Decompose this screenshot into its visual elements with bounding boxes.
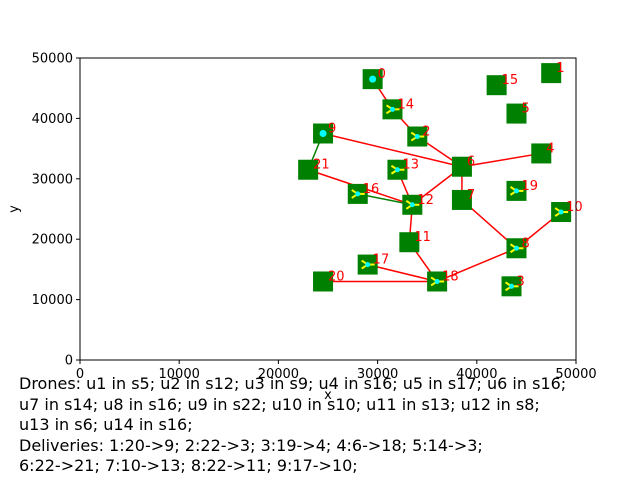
- x-tick-label: 0: [76, 367, 84, 382]
- y-tick-label: 50000: [32, 52, 73, 67]
- x-tick-label: 40000: [456, 367, 497, 382]
- station-label: 5: [521, 102, 529, 117]
- x-axis-label: x: [324, 388, 332, 403]
- caption: Drones: u1 in s5; u2 in s12; u3 in s9; u…: [19, 374, 634, 477]
- drone-dot: [365, 262, 371, 268]
- station-square: [451, 156, 472, 177]
- station-label: 8: [521, 236, 529, 251]
- station-square: [298, 159, 319, 180]
- station-dot: [319, 130, 327, 137]
- station-node: 6: [451, 155, 475, 177]
- station-label: 11: [414, 230, 431, 245]
- axes-frame: [79, 57, 577, 361]
- drone-dot: [355, 191, 361, 197]
- caption-line: u13 in s6; u14 in s16;: [19, 415, 193, 434]
- route-edge: [461, 152, 542, 168]
- station-label: 10: [566, 200, 583, 215]
- drone-dot: [389, 106, 395, 112]
- station-square: [506, 103, 527, 124]
- drone-dot: [409, 202, 415, 208]
- caption-line: Drones: u1 in s5; u2 in s12; u3 in s9; u…: [19, 374, 567, 393]
- station-square: [451, 189, 472, 210]
- drone-dot: [509, 283, 515, 289]
- station-square: [399, 232, 420, 253]
- y-tick-label: 40000: [32, 112, 73, 127]
- caption-line: Deliveries: 1:20->9; 2:22->3; 3:19->4; 4…: [19, 435, 483, 455]
- station-square: [541, 63, 562, 84]
- station-node: 8: [506, 236, 530, 259]
- drone-dot: [434, 278, 440, 284]
- station-node: 5: [506, 102, 530, 124]
- station-label: 6: [467, 155, 475, 170]
- station-node: 15: [486, 73, 519, 96]
- station-node: 17: [357, 253, 390, 275]
- station-node: 11: [399, 230, 431, 253]
- station-square: [531, 143, 552, 164]
- station-label: 3: [517, 274, 525, 289]
- station-node: 4: [531, 141, 555, 164]
- station-node: 20: [313, 269, 345, 292]
- drone-dot: [394, 167, 400, 173]
- station-node: 18: [427, 269, 459, 292]
- station-node: 13: [387, 158, 419, 180]
- caption-line: 6:22->21; 7:10->13; 8:22->11; 9:17->10;: [19, 456, 358, 475]
- route-edge: [367, 263, 438, 283]
- station-square: [313, 271, 334, 292]
- station-label: 15: [502, 73, 519, 88]
- station-label: 14: [397, 97, 414, 112]
- station-label: 19: [521, 179, 538, 194]
- station-label: 17: [373, 253, 390, 268]
- drone-dot: [558, 209, 564, 215]
- station-node: 3: [501, 274, 525, 297]
- station-label: 7: [467, 188, 475, 203]
- station-label: 12: [417, 193, 434, 208]
- station-node: 7: [451, 188, 475, 210]
- station-label: 2: [422, 125, 430, 140]
- station-label: 1: [556, 61, 564, 76]
- station-label: 16: [363, 182, 380, 197]
- x-tick-label: 50000: [555, 367, 596, 382]
- station-label: 9: [328, 122, 336, 137]
- station-node: 21: [298, 158, 330, 180]
- y-tick-label: 30000: [32, 172, 73, 187]
- x-tick-label: 10000: [159, 367, 200, 382]
- station-node: 19: [506, 179, 538, 201]
- station-node: 12: [402, 193, 434, 215]
- station-label: 4: [546, 141, 554, 156]
- drone-dot: [414, 134, 420, 140]
- y-tick-label: 20000: [32, 233, 73, 248]
- y-tick-label: 0: [65, 354, 73, 369]
- station-node: 9: [313, 122, 336, 144]
- station-label: 13: [402, 158, 419, 173]
- y-tick-label: 10000: [32, 293, 73, 308]
- route-edge: [322, 132, 463, 168]
- drone-dot: [513, 188, 519, 194]
- caption-line: u7 in s14; u8 in s16; u9 in s22; u10 in …: [19, 394, 540, 414]
- station-node: 0: [362, 67, 386, 90]
- station-node: 2: [407, 125, 431, 147]
- station-node: 10: [551, 200, 583, 223]
- station-node: 16: [347, 182, 380, 204]
- station-node: 1: [541, 61, 564, 84]
- drone-dot: [513, 245, 519, 251]
- x-tick-label: 20000: [258, 367, 299, 382]
- station-label: 21: [313, 158, 330, 173]
- route-edge: [436, 247, 517, 283]
- axes: 0 10000 20000 30000 40000 50000 0 10000 20000 300…: [32, 52, 597, 383]
- y-axis-label: y: [7, 205, 22, 213]
- x-tick-label: 30000: [357, 367, 398, 382]
- station-label: 18: [442, 269, 459, 284]
- station-square: [486, 75, 507, 96]
- station-dot: [369, 75, 377, 83]
- station-node: 14: [382, 97, 414, 120]
- station-label: 0: [378, 67, 386, 82]
- station-label: 20: [328, 269, 345, 284]
